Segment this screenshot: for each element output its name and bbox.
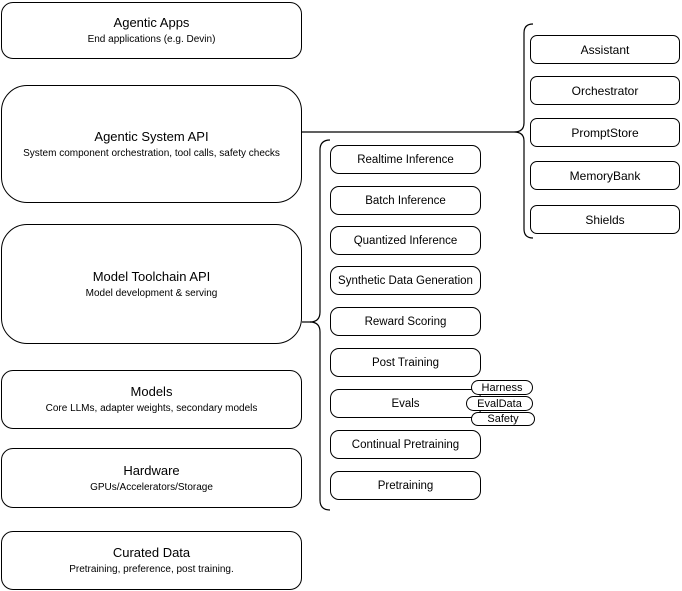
component-item-shields: Shields — [530, 205, 680, 234]
component-item-orchestrator: Orchestrator — [530, 76, 680, 105]
toolchain-item-pretraining: Pretraining — [330, 471, 481, 500]
node-subtitle: Model development & serving — [85, 287, 218, 299]
toolchain-item-evals: Evals — [330, 389, 481, 418]
toolchain-item-post-training: Post Training — [330, 348, 481, 377]
node-agentic-system-api: Agentic System API System component orch… — [1, 85, 302, 203]
node-title: Models — [130, 384, 173, 399]
evals-tag-safety: Safety — [471, 412, 535, 426]
toolchain-item-reward-scoring: Reward Scoring — [330, 307, 481, 336]
node-subtitle: Pretraining, preference, post training. — [69, 564, 234, 575]
node-hardware: Hardware GPUs/Accelerators/Storage — [1, 448, 302, 508]
node-subtitle: Core LLMs, adapter weights, secondary mo… — [45, 403, 258, 414]
node-title: Hardware — [123, 462, 180, 478]
toolchain-item-synthetic-data-generation: Synthetic Data Generation — [330, 266, 481, 295]
node-title: Agentic Apps — [113, 15, 190, 30]
evals-tag-evaldata: EvalData — [466, 396, 533, 411]
node-subtitle: GPUs/Accelerators/Storage — [90, 481, 213, 493]
node-curated-data: Curated Data Pretraining, preference, po… — [1, 531, 302, 590]
component-item-assistant: Assistant — [530, 35, 680, 64]
node-title: Curated Data — [112, 545, 191, 560]
node-subtitle: System component orchestration, tool cal… — [23, 147, 280, 159]
node-title: Agentic System API — [94, 128, 209, 144]
evals-tag-harness: Harness — [471, 380, 533, 395]
node-agentic-apps: Agentic Apps End applications (e.g. Devi… — [1, 2, 302, 59]
toolchain-group-brace — [309, 139, 331, 511]
node-subtitle: End applications (e.g. Devin) — [87, 34, 216, 45]
node-title: Model Toolchain API — [92, 268, 211, 284]
component-item-memorybank: MemoryBank — [530, 161, 680, 190]
toolchain-item-continual-pretraining: Continual Pretraining — [330, 430, 481, 459]
node-model-toolchain-api: Model Toolchain API Model development & … — [1, 224, 302, 344]
node-models: Models Core LLMs, adapter weights, secon… — [1, 370, 302, 429]
component-item-promptstore: PromptStore — [530, 118, 680, 147]
toolchain-item-realtime-inference: Realtime Inference — [330, 145, 481, 174]
toolchain-item-batch-inference: Batch Inference — [330, 186, 481, 215]
toolchain-item-quantized-inference: Quantized Inference — [330, 226, 481, 255]
